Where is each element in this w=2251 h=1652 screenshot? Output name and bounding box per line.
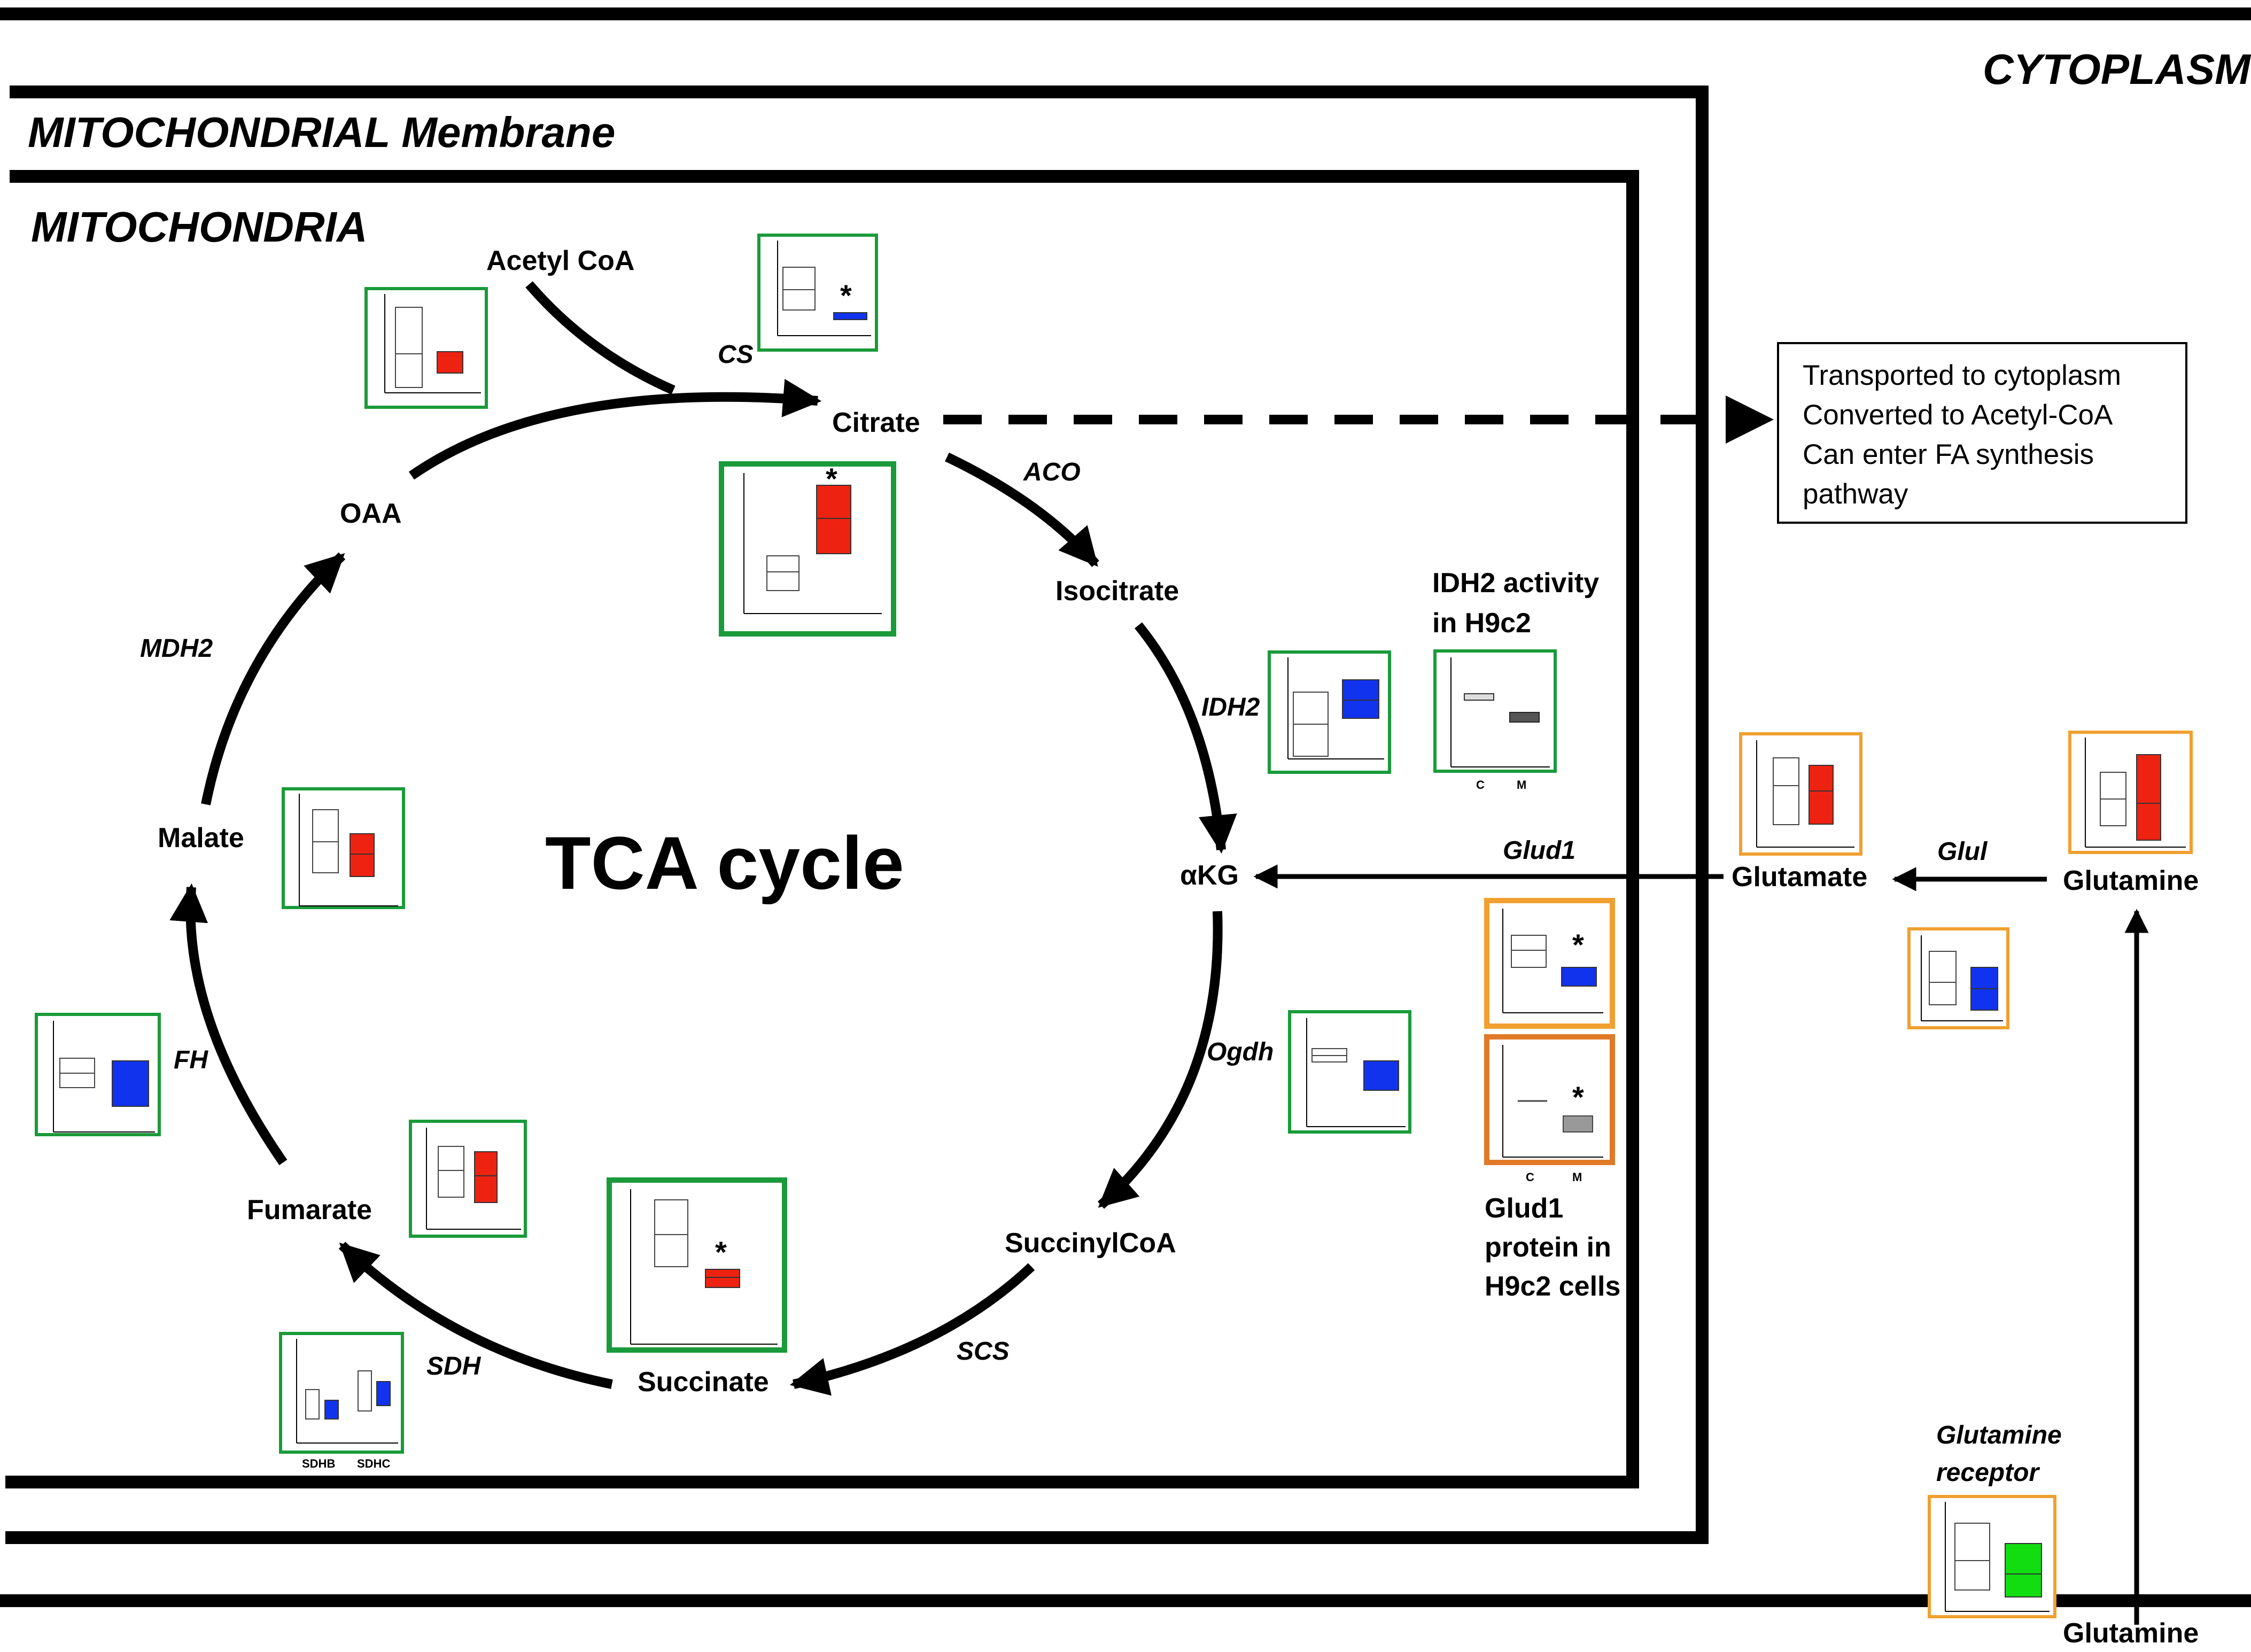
glud1-protein-note-line1: Glud1 xyxy=(1485,1193,1564,1224)
significance-star-citrate: * xyxy=(826,462,837,495)
arrow-oaa-to-citrate xyxy=(408,378,822,480)
inset-malate xyxy=(282,787,405,909)
metabolite-glutamine-inner: Glutamine xyxy=(2063,865,2199,896)
citrate-transport-note: Transported to cytoplasm Converted to Ac… xyxy=(1777,342,2187,524)
enzyme-glud1: Glud1 xyxy=(1503,836,1576,865)
metabolite-glutamate: Glutamate xyxy=(1732,862,1868,893)
metabolite-citrate: Citrate xyxy=(832,407,920,438)
sdhb-label: SDHB xyxy=(302,1457,336,1470)
metabolite-glutamine-outer: Glutamine xyxy=(2063,1618,2199,1649)
note-line: Can enter FA synthesis xyxy=(1803,439,2094,470)
note-line: pathway xyxy=(1803,478,1908,510)
inset-fumarate xyxy=(409,1120,527,1238)
metabolite-fumarate: Fumarate xyxy=(247,1195,372,1226)
inset-glul xyxy=(1907,927,2009,1029)
arrow-isocitrate-to-akg xyxy=(1135,622,1237,854)
inset-fh xyxy=(35,1013,161,1136)
mitochondrial-membrane-label: MITOCHONDRIAL Membrane xyxy=(28,108,616,156)
glud1-protein-note-line2: protein in xyxy=(1485,1232,1611,1263)
note-line: Converted to Acetyl-CoA xyxy=(1803,399,2113,431)
inset-glud1-protein xyxy=(1484,1034,1615,1165)
inset-succinate xyxy=(607,1177,787,1353)
inset-cs xyxy=(757,234,878,352)
inset-citrate xyxy=(719,461,896,637)
enzyme-sdh: SDH xyxy=(426,1352,481,1380)
glutamine-arrows xyxy=(1253,864,2149,1625)
cytoplasm-label: CYTOPLASM xyxy=(1983,45,2250,93)
compartment-lines xyxy=(0,7,2251,1607)
arrow-fumarate-to-malate xyxy=(169,883,288,1166)
arrow-malate-to-oaa xyxy=(201,552,346,805)
inset-glud1-mrna xyxy=(1484,898,1615,1029)
glutamine-receptor-note-line2: receptor xyxy=(1936,1459,2039,1487)
significance-star-glud1-protein: * xyxy=(1572,1080,1584,1114)
glutamine-receptor-note-line1: Glutamine xyxy=(1936,1421,2062,1449)
inset-sdh xyxy=(279,1332,404,1454)
inner-membrane-line xyxy=(5,170,1639,1488)
metabolite-malate: Malate xyxy=(158,823,244,854)
significance-star-glud1-mrna: * xyxy=(1572,928,1584,961)
metabolite-succinate: Succinate xyxy=(638,1367,769,1398)
sdhc-label: SDHC xyxy=(357,1457,391,1470)
metabolite-isocitrate: Isocitrate xyxy=(1055,576,1179,607)
idh2-activity-note-line2: in H9c2 xyxy=(1432,608,1531,639)
enzyme-scs: SCS xyxy=(957,1337,1010,1366)
significance-star-cs: * xyxy=(840,278,852,312)
tca-cycle-title: TCA cycle xyxy=(545,821,904,905)
glud1-protein-note-line3: H9c2 cells xyxy=(1485,1271,1621,1302)
arrow-akg-to-succinylcoa xyxy=(1098,911,1223,1209)
idh2-activity-note-line1: IDH2 activity xyxy=(1432,568,1600,599)
arrow-citrate-to-isocitrate xyxy=(945,452,1099,567)
enzyme-cs: CS xyxy=(718,340,754,369)
inset-acetylcoa xyxy=(364,287,488,409)
arrow-acetylcoa-to-citrate xyxy=(525,281,676,395)
note-line: Transported to cytoplasm xyxy=(1803,360,2122,391)
metabolite-oaa: OAA xyxy=(340,498,402,529)
inset-glutamate xyxy=(1739,732,1862,856)
inset-ogdh xyxy=(1288,1010,1411,1134)
metabolite-acetyl-coa: Acetyl CoA xyxy=(486,245,635,276)
metabolite-akg: αKG xyxy=(1180,860,1239,891)
inset-glutamine-receptor xyxy=(1928,1495,2056,1618)
metabolite-succinylcoa: SuccinylCoA xyxy=(1005,1228,1176,1259)
glud1-protein-label-c: C xyxy=(1526,1170,1534,1184)
inset-glutamine xyxy=(2068,731,2193,854)
arrow-succinate-to-fumarate xyxy=(338,1242,613,1389)
tca-arrows xyxy=(169,281,1237,1396)
arrow-succinylcoa-to-succinate xyxy=(789,1263,1035,1396)
enzyme-glul: Glul xyxy=(1937,837,1988,866)
glud1-protein-label-m: M xyxy=(1572,1170,1582,1184)
mitochondria-label: MITOCHONDRIA xyxy=(31,203,368,251)
enzyme-aco: ACO xyxy=(1023,458,1081,486)
significance-star-succinate: * xyxy=(715,1235,727,1269)
enzyme-idh2: IDH2 xyxy=(1201,693,1260,722)
idh2-activity-label-m: M xyxy=(1517,778,1527,792)
inset-idh2-activity xyxy=(1433,649,1557,773)
enzyme-mdh2: MDH2 xyxy=(140,634,213,663)
outer-membrane-line xyxy=(5,86,1709,1544)
idh2-activity-label-c: C xyxy=(1476,778,1485,792)
enzyme-ogdh: Ogdh xyxy=(1207,1038,1274,1066)
enzyme-fh: FH xyxy=(174,1046,208,1074)
inset-idh2 xyxy=(1268,650,1391,774)
